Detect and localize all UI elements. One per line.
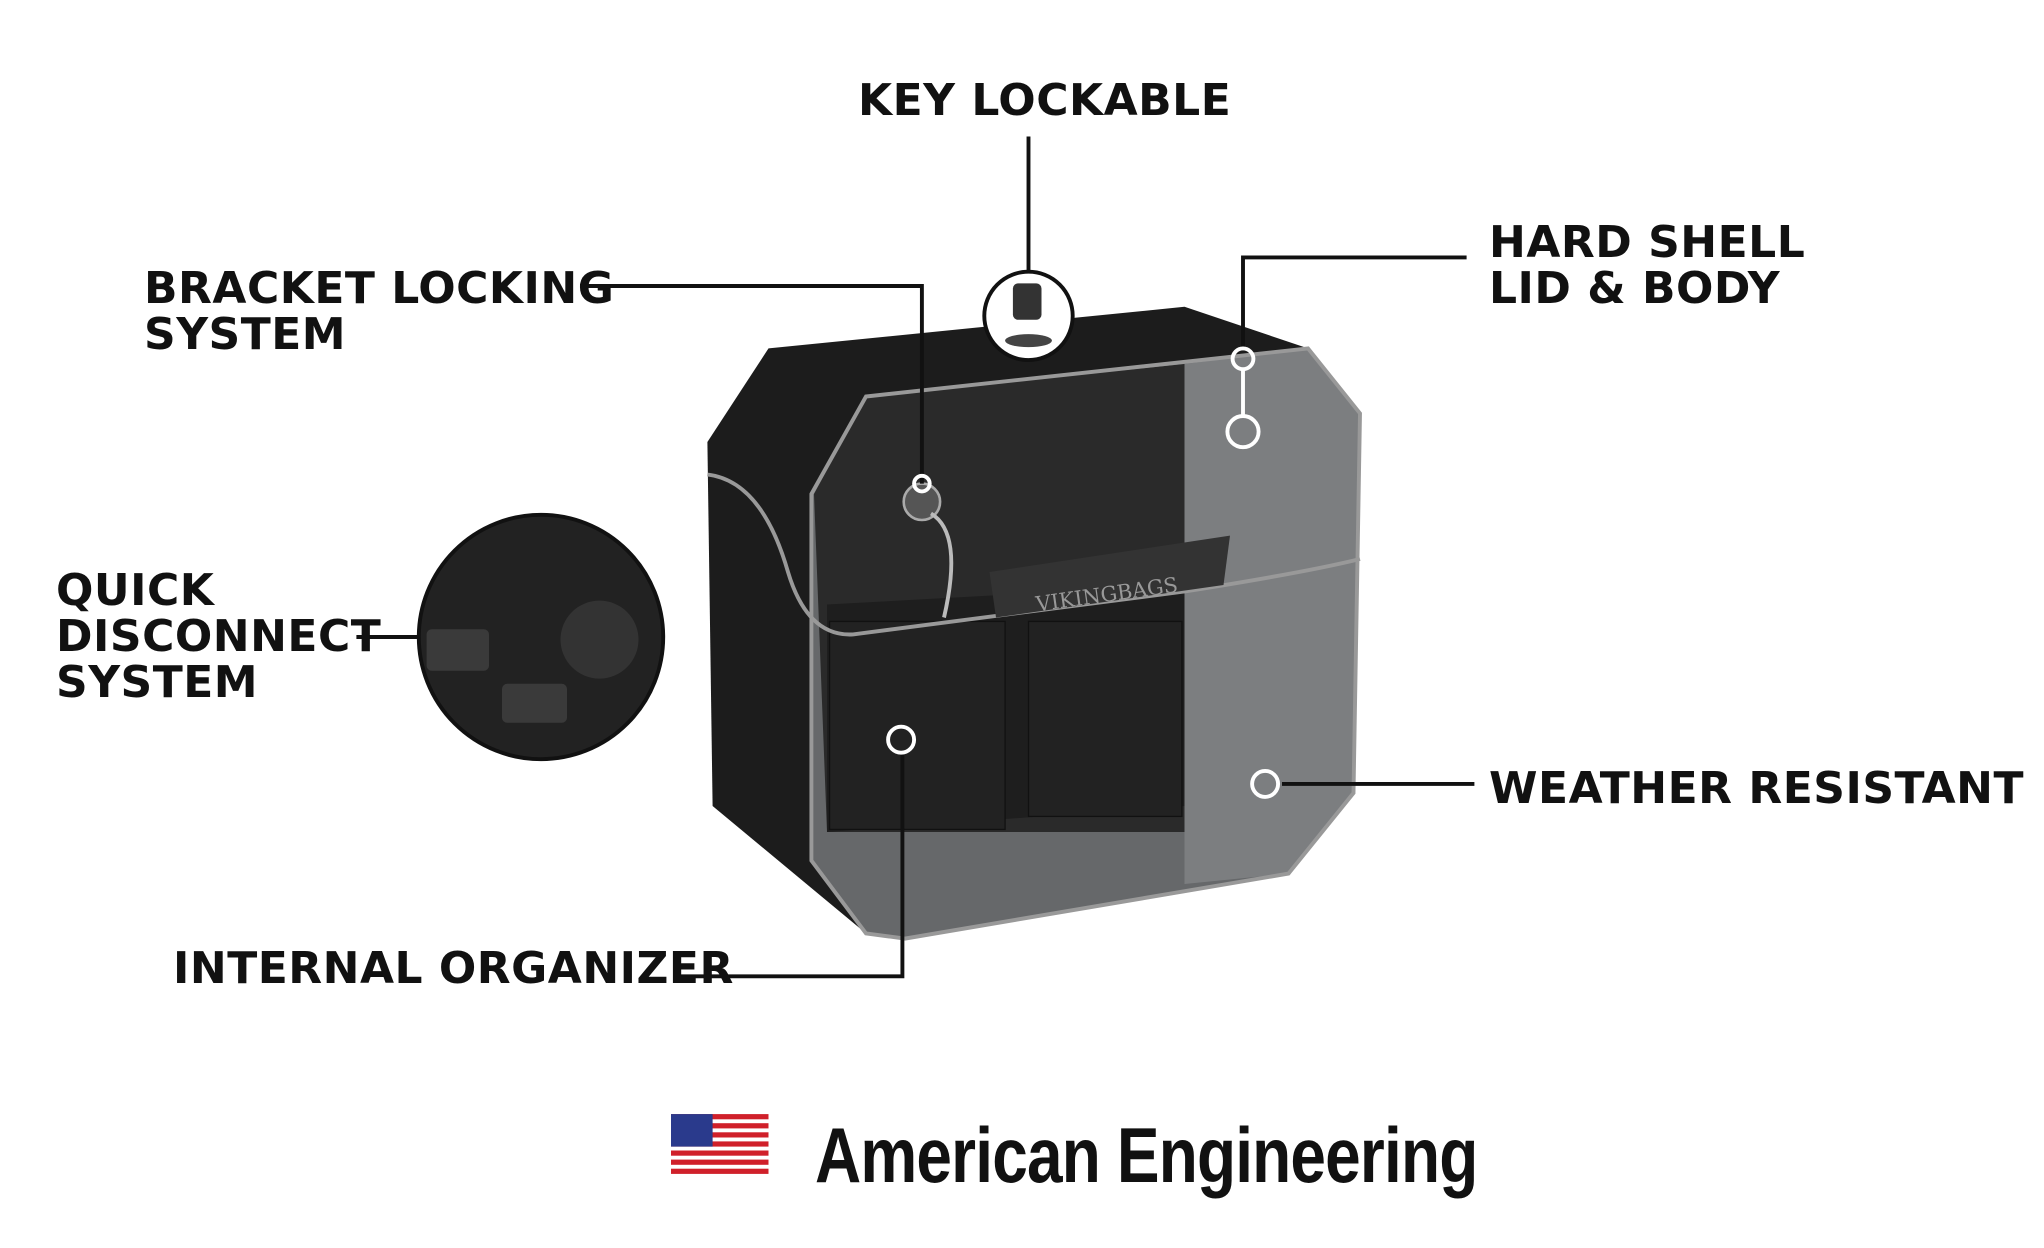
label-quick-disconnect: QUICK DISCONNECT SYSTEM <box>56 565 382 708</box>
us-flag-icon <box>671 1114 769 1174</box>
leader-lines <box>356 136 1475 979</box>
key-icon <box>929 511 954 618</box>
label-internal-organizer: INTERNAL ORGANIZER <box>173 943 734 994</box>
hard-shell-bag: VIKINGBAGS <box>707 306 1362 941</box>
label-weather-resistant: WEATHER RESISTANT <box>1489 763 2024 814</box>
key-lock-icon <box>1012 283 1042 320</box>
label-key-lockable: KEY LOCKABLE <box>858 75 1232 126</box>
label-hard-shell: HARD SHELL LID & BODY <box>1489 217 1806 314</box>
label-bracket-locking-system: BRACKET LOCKING SYSTEM <box>144 263 615 360</box>
footer-american-engineering: American Engineering <box>815 1111 1478 1199</box>
